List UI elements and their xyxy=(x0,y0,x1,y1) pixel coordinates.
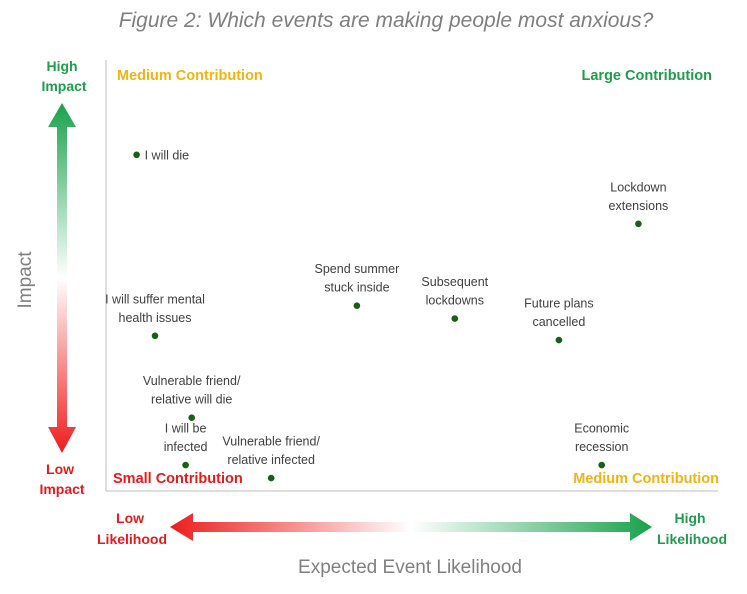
data-point-label-8: Vulnerable friend/relative infected xyxy=(222,435,320,468)
data-point-label-line: lockdowns xyxy=(426,294,484,308)
data-point-label-2: Spend summer stuck inside xyxy=(315,262,400,295)
data-point-1 xyxy=(635,220,642,228)
data-point-label-6: Vulnerable friend/relative will die xyxy=(143,374,241,407)
x-axis-high-line-2: Likelihood xyxy=(657,531,727,547)
data-point-label-line: extensions xyxy=(609,199,669,213)
likelihood-arrow xyxy=(170,513,652,541)
data-point-label-line: relative infected xyxy=(227,453,315,467)
y-axis-high-line-1: High xyxy=(47,58,78,74)
data-point-8 xyxy=(267,474,275,482)
data-point-label-line: Lockdown xyxy=(610,180,666,194)
data-point-label-3: Subsequent lockdowns xyxy=(421,275,488,308)
data-point-label-0: I will die xyxy=(145,148,190,162)
data-point-9 xyxy=(598,461,605,469)
data-point-7 xyxy=(182,461,189,469)
y-axis-high-line-2: Impact xyxy=(41,78,86,94)
data-point-label-line: Future plans xyxy=(524,297,593,311)
x-axis-low-line-1: Low xyxy=(116,510,144,526)
data-point-label-line: Economic xyxy=(574,422,629,436)
data-point-label-line: stuck inside xyxy=(324,281,389,295)
data-point-label-7: I will be infected xyxy=(164,422,208,455)
quadrant-label-bottom-right: Medium Contribution xyxy=(573,471,719,487)
data-point-label-1: Lockdown extensions xyxy=(609,180,669,213)
data-point-label-line: I will suffer mental xyxy=(105,292,205,306)
y-axis-low-line-1: Low xyxy=(46,461,74,477)
quadrant-label-top-right: Large Contribution xyxy=(582,68,713,84)
data-point-label-line: Vulnerable friend/ xyxy=(143,374,241,388)
quadrant-label-top-left: Medium Contribution xyxy=(117,68,263,84)
data-point-label-line: recession xyxy=(575,440,629,454)
x-axis-high-label: High Likelihood xyxy=(657,510,727,547)
y-axis-low-line-2: Impact xyxy=(39,481,84,497)
data-point-2 xyxy=(353,302,361,310)
data-point-label-line: health issues xyxy=(119,311,192,325)
data-point-label-line: infected xyxy=(164,440,208,454)
data-point-label-line: Subsequent xyxy=(421,275,488,289)
data-point-6 xyxy=(188,414,195,422)
data-point-label-line: I will be xyxy=(165,422,207,436)
data-point-label-9: Economic recession xyxy=(574,422,629,455)
data-point-label-line: Vulnerable friend/ xyxy=(222,435,320,449)
data-point-3 xyxy=(451,315,459,322)
data-point-label-5: I will suffer mental health issues xyxy=(105,292,205,325)
y-axis-high-label: High Impact xyxy=(41,58,86,94)
quadrant-label-bottom-left: Small Contribution xyxy=(113,471,243,487)
data-point-label-line: cancelled xyxy=(532,315,585,329)
x-axis-low-label: Low Likelihood xyxy=(97,510,167,547)
x-axis-high-line-1: High xyxy=(675,510,706,526)
data-point-label-line: relative will die xyxy=(151,393,232,407)
data-point-label-line: Spend summer xyxy=(315,262,400,276)
chart-title: Figure 2: Which events are making people… xyxy=(119,9,654,32)
x-axis-title: Expected Event Likelihood xyxy=(298,557,522,578)
data-point-label-line: I will die xyxy=(145,148,190,162)
data-point-label-4: Future plans cancelled xyxy=(524,297,593,330)
impact-arrow xyxy=(48,103,76,453)
data-point-0 xyxy=(133,151,140,159)
x-axis-low-line-2: Likelihood xyxy=(97,531,167,547)
y-axis-title: Impact xyxy=(15,251,36,309)
data-point-4 xyxy=(555,336,563,344)
y-axis-low-label: Low Impact xyxy=(39,461,84,497)
data-point-5 xyxy=(151,332,159,340)
